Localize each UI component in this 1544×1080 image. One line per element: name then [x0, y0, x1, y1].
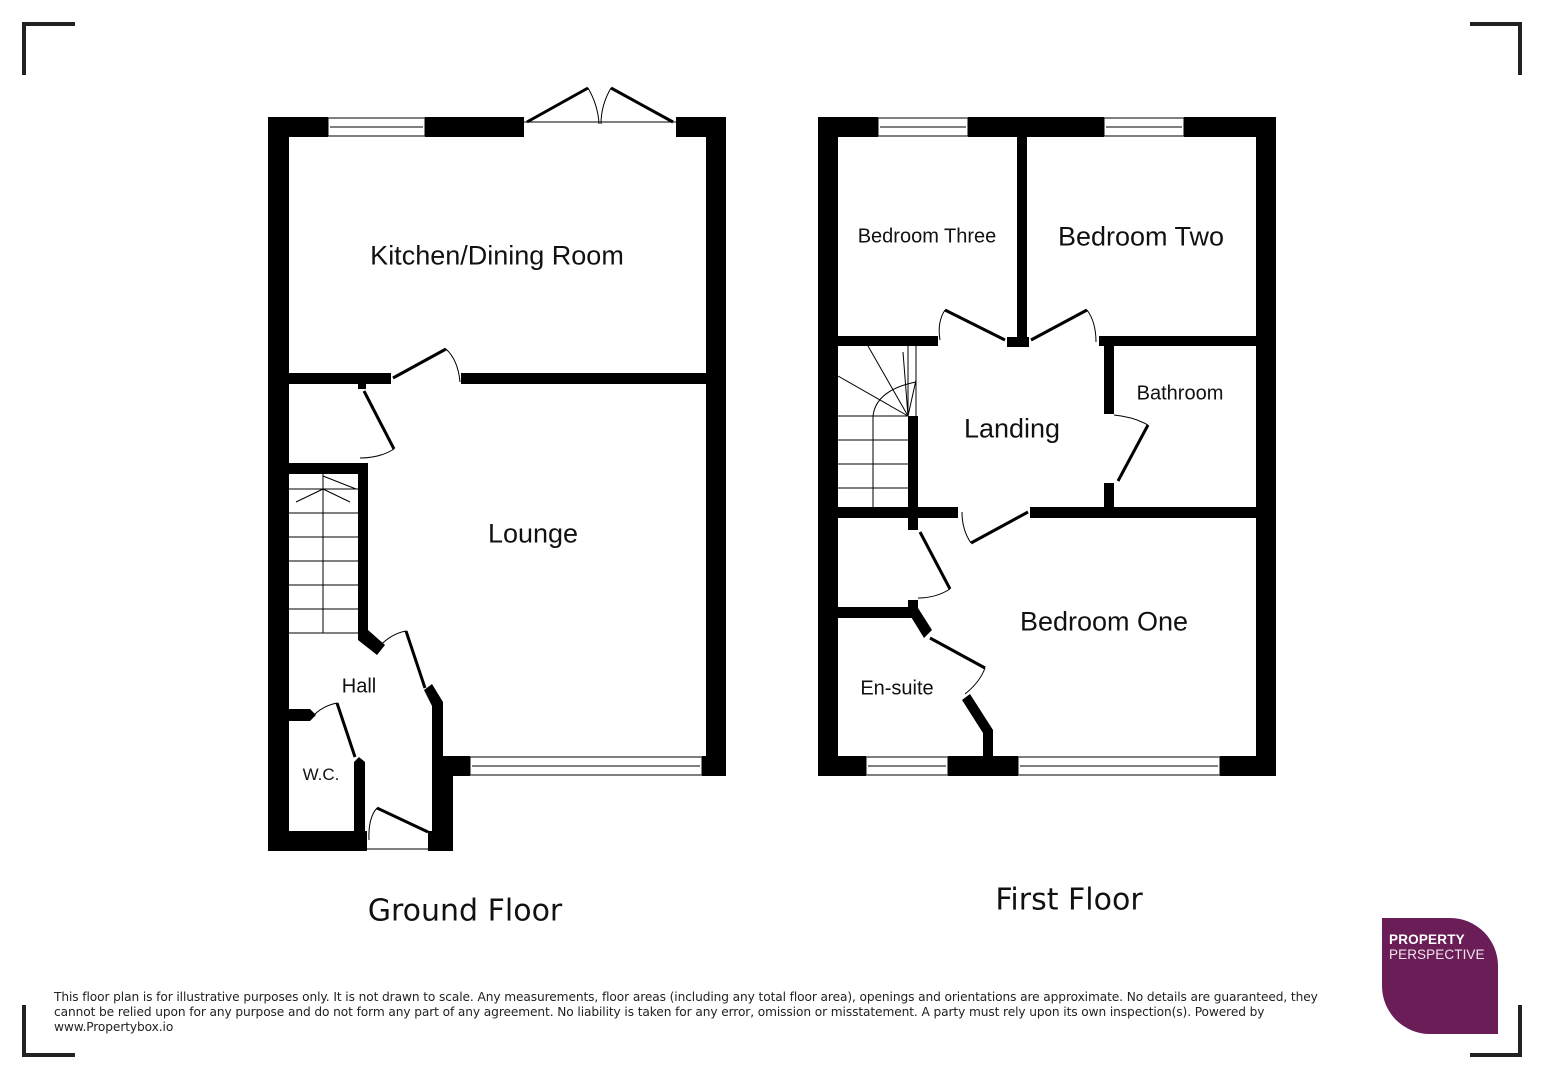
room-label-lounge: Lounge: [487, 518, 579, 549]
room-label-ensuite: En-suite: [860, 677, 934, 700]
ground-floor-plan: [268, 117, 726, 851]
room-label-bedroom-one: Bedroom One: [1019, 606, 1189, 637]
room-label-bathroom: Bathroom: [1136, 382, 1224, 405]
first-floor-title: First Floor: [995, 882, 1143, 918]
logo-line-1: PROPERTY: [1389, 932, 1465, 947]
first-floor-details: [837, 117, 1221, 776]
room-label-bedroom-two: Bedroom Two: [1057, 221, 1225, 252]
corner-marks: [22, 22, 1522, 1057]
room-label-kitchen-dining: Kitchen/Dining Room: [370, 240, 624, 271]
room-label-bedroom-three: Bedroom Three: [857, 225, 997, 248]
ground-floor-details: [289, 86, 703, 850]
room-label-hall: Hall: [341, 675, 377, 698]
logo-line-2: PERSPECTIVE: [1389, 947, 1485, 962]
property-perspective-logo: PROPERTY PERSPECTIVE: [1382, 918, 1498, 1034]
room-label-wc: W.C.: [302, 765, 340, 784]
disclaimer-text: This floor plan is for illustrative purp…: [54, 990, 1318, 1034]
ground-floor-title: Ground Floor: [367, 893, 563, 929]
first-floor-plan: [818, 117, 1276, 776]
room-label-landing: Landing: [963, 413, 1061, 444]
